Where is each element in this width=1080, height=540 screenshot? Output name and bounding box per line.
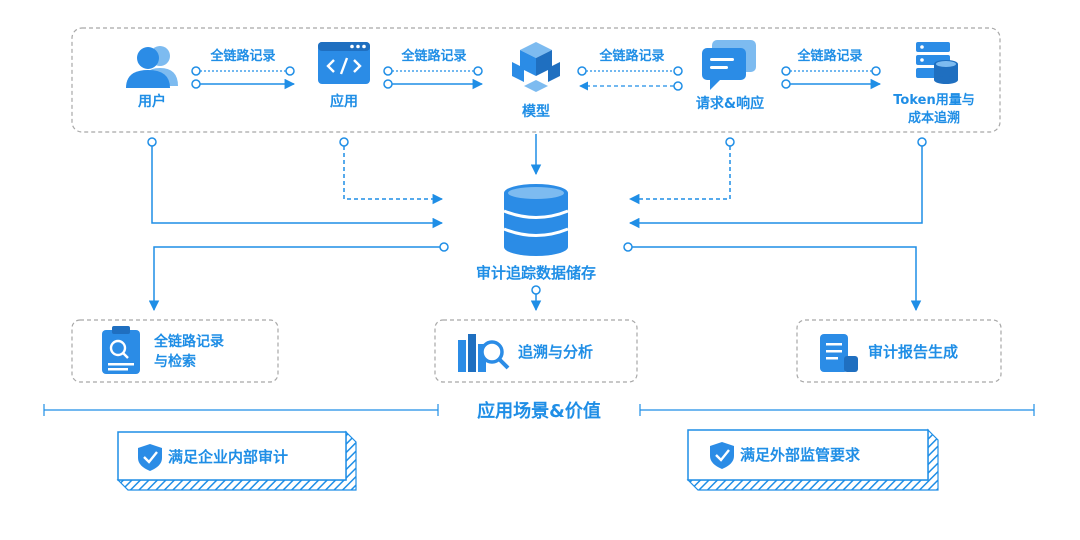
bottom-box-trace-analysis [434,319,638,383]
value-badge-external-label: 满足外部监管要求 [740,446,861,464]
value-badge-internal-label: 满足企业内部审计 [168,448,288,466]
code-window-icon [318,42,370,84]
node-app-label: 应用 [330,93,358,110]
scenario-divider [43,404,1035,416]
user-group-icon [126,46,178,88]
chat-bubbles-icon [702,40,756,90]
top-flow-container [71,27,1001,133]
connectors-to-storage [147,134,927,229]
storage-label: 审计追踪数据储存 [476,264,596,282]
node-request-response-label: 请求&响应 [696,95,764,112]
bottom-record-label-line2: 与检索 [154,353,196,370]
report-scroll-icon [820,334,858,372]
node-token-label-line1: Token用量与 [893,93,974,108]
value-badge-internal: 满足企业内部审计 [116,430,357,491]
stack-coins-icon [916,42,958,84]
books-magnifier-icon [458,334,510,372]
bottom-box-record-search [71,319,279,383]
svg-text:全链路记录: 全链路记录 [400,48,466,64]
link-user-app: 全链路记录 [191,48,296,90]
value-badge-external: 满足外部监管要求 [686,428,939,491]
svg-text:全链路记录: 全链路记录 [598,48,664,64]
link-request-token: 全链路记录 [781,48,882,90]
database-icon [503,184,569,256]
node-token-label-line2: 成本追溯 [908,110,960,126]
node-model-label: 模型 [522,103,550,120]
clipboard-search-icon [102,326,140,374]
bottom-record-label-line1: 全链路记录 [153,333,224,350]
bottom-trace-label: 追溯与分析 [518,343,593,361]
node-user-label: 用户 [138,93,166,110]
scenario-label: 应用场景&价值 [477,400,601,422]
link-request-model: 全链路记录 [577,48,683,91]
bottom-box-audit-report [796,319,1002,383]
connectors-from-storage [148,242,922,312]
link-app-model: 全链路记录 [383,48,484,90]
bottom-report-label: 审计报告生成 [868,343,958,361]
shield-check-icon [138,444,162,471]
svg-text:全链路记录: 全链路记录 [796,48,862,64]
model-cubes-icon [512,42,560,92]
shield-check-icon [710,442,734,469]
svg-text:全链路记录: 全链路记录 [209,48,275,64]
